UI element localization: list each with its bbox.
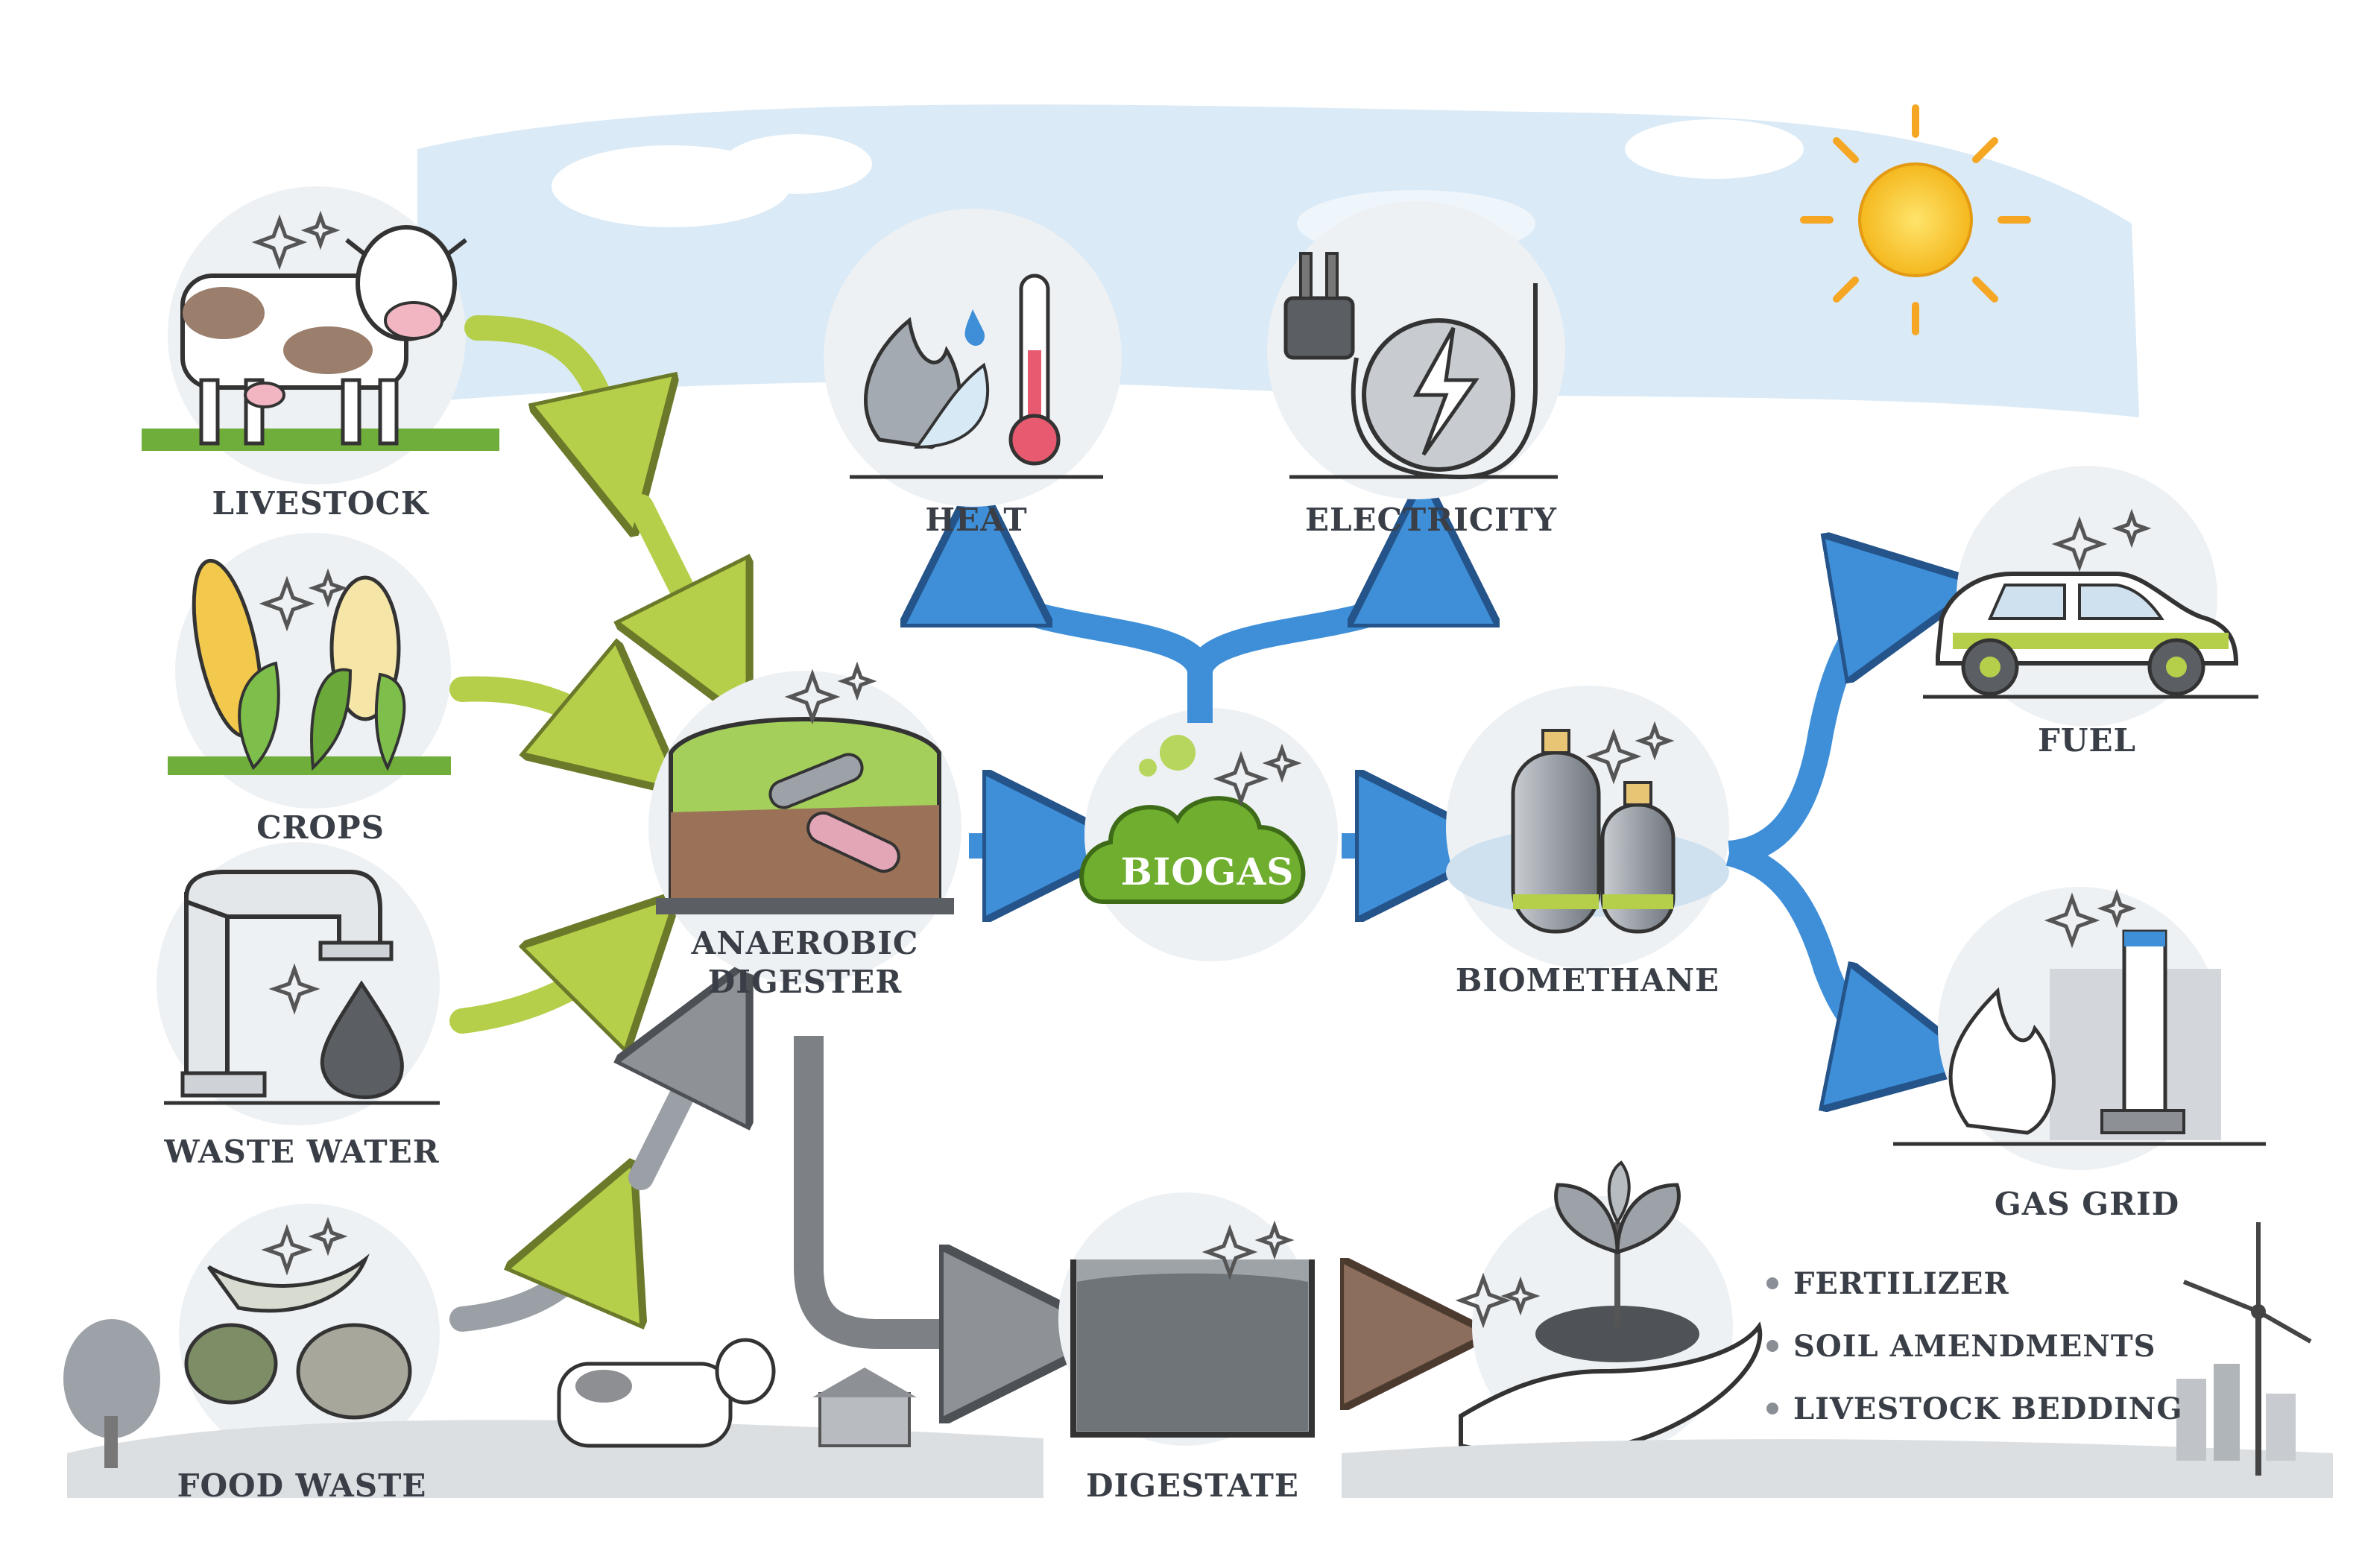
food-waste-arrow-2 [641, 1028, 716, 1190]
fertilizer-text: FERTILIZER [1793, 1265, 2009, 1301]
digester-to-digestate-arrow [794, 1036, 1029, 1334]
digestate-uses-list: FERTILIZER SOIL AMENDMENTS LIVESTOCK BED… [1766, 1252, 2183, 1440]
electricity-plug-icon [1267, 201, 1565, 499]
food-waste-label: FOOD WASTE [177, 1467, 427, 1504]
biogas-label: BIOGAS [1120, 850, 1295, 894]
electricity-label: ELECTRICITY [1304, 502, 1558, 538]
heat-label: HEAT [925, 502, 1028, 538]
farm-landscape [63, 1319, 1043, 1498]
list-item: SOIL AMENDMENTS [1766, 1315, 2183, 1377]
fuel-car-icon [1923, 466, 2258, 727]
biomethane-label: BIOMETHANE [1455, 962, 1720, 999]
bullet-icon [1766, 1340, 1778, 1352]
waste-water-label: WASTE WATER [164, 1134, 440, 1170]
food-waste-arrow [449, 1230, 604, 1332]
digestate-container-icon [1058, 1192, 1315, 1446]
biogas-to-energy-arrows [976, 551, 1424, 723]
hand-plant-icon [1455, 1160, 1763, 1457]
biomethane-tanks-icon [1446, 686, 1729, 969]
livestock-bedding-text: LIVESTOCK BEDDING [1793, 1391, 2183, 1426]
livestock-arrow-2 [641, 494, 716, 656]
livestock-cow-icon [142, 186, 499, 484]
list-item: FERTILIZER [1766, 1252, 2183, 1315]
gas-grid-label: GAS GRID [1994, 1186, 2180, 1222]
waste-water-faucet-icon [157, 842, 440, 1125]
gas-grid-icon [1893, 887, 2266, 1170]
waste-water-arrow [449, 946, 626, 1021]
crops-label: CROPS [256, 809, 385, 846]
crops-arrow [449, 689, 626, 745]
livestock-arrow [464, 315, 619, 462]
bullet-icon [1766, 1277, 1778, 1289]
heat-icon [824, 209, 1122, 507]
digestate-label: DIGESTATE [1086, 1467, 1299, 1504]
list-item: LIVESTOCK BEDDING [1766, 1377, 2183, 1440]
crops-corn-icon [168, 533, 451, 809]
bullet-icon [1766, 1403, 1778, 1414]
soil-amendments-text: SOIL AMENDMENTS [1793, 1328, 2156, 1364]
fuel-label: FUEL [2038, 722, 2136, 759]
livestock-label: LIVESTOCK [212, 485, 429, 522]
biogas-cloud-icon [1079, 708, 1338, 961]
sun-icon [1800, 104, 2031, 335]
food-waste-icon [179, 1204, 440, 1464]
city-wind-landscape [1342, 1222, 2333, 1498]
anaerobic-digester-label-line2: DIGESTER [707, 964, 903, 1000]
input-arrows [449, 315, 716, 1332]
biomethane-output-arrows [1725, 596, 1908, 1051]
anaerobic-digester-label-line1: ANAEROBIC [691, 925, 919, 961]
anaerobic-digester-icon [648, 661, 961, 984]
